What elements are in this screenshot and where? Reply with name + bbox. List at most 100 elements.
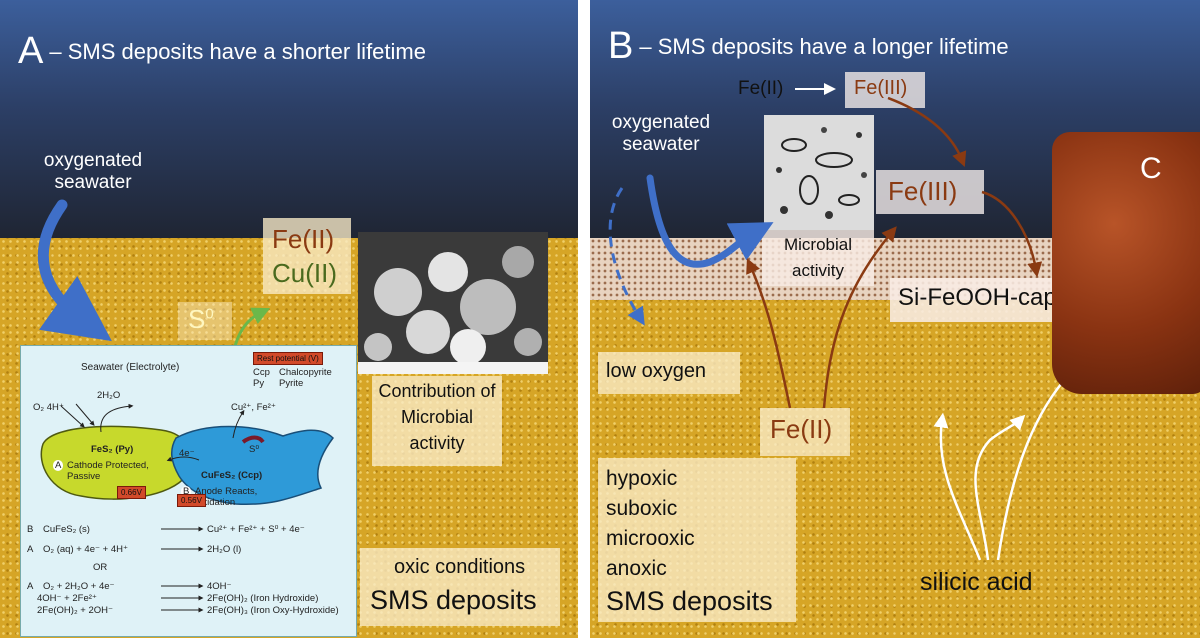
fes2-label: FeS₂ (Py) — [91, 444, 134, 455]
oxic-label: oxic conditions — [394, 556, 526, 578]
metals-box — [263, 218, 351, 294]
fe2-label-a: Fe(II) — [272, 224, 335, 254]
oxygenated-line2: seawater — [54, 172, 132, 193]
legend-py: Pyrite — [279, 378, 304, 389]
silicic-acid-label: silicic acid — [920, 568, 1033, 596]
fe3-top-box — [845, 72, 925, 108]
microbial-activity-label: Microbial activity — [762, 232, 874, 284]
sulfur-layer — [241, 435, 265, 444]
oxic-box — [360, 548, 560, 626]
microbial-line1: Microbial — [783, 235, 853, 254]
contribution-box — [372, 376, 502, 466]
low-oxygen-box — [598, 352, 740, 394]
s0-base: S — [188, 304, 206, 334]
core-sample-photo — [1052, 132, 1200, 394]
oxygenated-seawater-label-b: oxygenated seawater — [596, 112, 726, 156]
panel-a-title: A– SMS deposits have a shorter lifetime — [18, 30, 426, 73]
chalcopyrite-shape — [171, 425, 334, 506]
contribution-line2: Microbial — [400, 407, 474, 427]
anode-line1: Anode Reacts, — [195, 486, 258, 497]
contribution-line1: Contribution of — [378, 381, 496, 401]
or-label: OR — [93, 562, 108, 573]
si-feooh-cap-label: Si-FeOOH-cap — [898, 284, 1057, 311]
contribution-label: Contribution of Microbial activity — [372, 378, 502, 456]
seawater-flow-arrow-b — [646, 174, 774, 268]
panel-b-title-text: – SMS deposits have a longer lifetime — [639, 34, 1009, 59]
galvanic-shapes — [40, 403, 334, 613]
panel-b: B– SMS deposits have a longer lifetime F… — [590, 0, 1200, 638]
sms-deposits-label-a: SMS deposits — [370, 585, 537, 615]
fe2-up-arrow-right — [822, 226, 897, 409]
fe3-top-label: Fe(III) — [854, 77, 908, 99]
condition-microoxic: microoxic — [606, 527, 695, 550]
sem-texture — [358, 232, 548, 374]
eq1-right: Cu²⁺ + Fe²⁺ + S⁰ + 4e⁻ — [207, 524, 305, 535]
oxygenated-seawater-label-a: oxygenated seawater — [28, 150, 158, 194]
eq2-label: A — [27, 544, 34, 555]
legend-py-abbr: Py — [253, 378, 265, 389]
oxygenated-b-line1: oxygenated — [611, 112, 711, 133]
s0-inset-label: S⁰ — [249, 444, 260, 455]
legend-ccp: Chalcopyrite — [279, 367, 332, 378]
s0-label: S0 — [188, 304, 214, 335]
panel-b-arrows — [608, 83, 1071, 561]
eq4-right: 2Fe(OH)₂ (Iron Hydroxide) — [207, 593, 319, 604]
condition-anoxic: anoxic — [606, 557, 667, 580]
h2o-label: 2H₂O — [97, 390, 121, 401]
galvanic-inset: Seawater (Electrolyte) Rest potential (V… — [20, 345, 357, 637]
microbial-line2: activity — [792, 261, 844, 280]
conditions-box — [598, 458, 796, 622]
dashed-seawater-arrow — [608, 187, 645, 326]
tem-texture — [764, 115, 874, 230]
panel-b-title: B– SMS deposits have a longer lifetime — [608, 25, 1009, 68]
fe3-mid-box — [876, 170, 984, 214]
s0-box — [178, 302, 232, 340]
silicic-arrow-3 — [996, 372, 1071, 561]
cathode-line2: Passive — [67, 471, 101, 482]
oxygenated-b-line2: seawater — [622, 134, 700, 155]
legend-ccp-abbr: Ccp — [253, 367, 270, 378]
eq5-left: 2Fe(OH)₂ + 2OH⁻ — [37, 605, 114, 616]
panel-a: A– SMS deposits have a shorter lifetime … — [0, 0, 578, 638]
chalcopyrite-potential: 0.56V — [177, 494, 206, 507]
cathode-line1: Cathode Protected, — [67, 460, 149, 471]
condition-suboxic: suboxic — [606, 497, 678, 520]
conditions-list: hypoxic suboxic microoxic anoxic — [606, 464, 695, 584]
seawater-region — [0, 0, 578, 238]
fe2-low-label: Fe(II) — [770, 414, 833, 444]
silicic-arrow-1 — [933, 412, 982, 561]
anode-line2: Oxidation — [195, 497, 236, 508]
eq3-right: 4OH⁻ — [207, 581, 232, 592]
panel-a-letter: A — [18, 30, 44, 72]
fe2-low-box — [760, 408, 850, 456]
pyrite-potential: 0.66V — [117, 486, 146, 499]
eq4-left: 4OH⁻ + 2Fe²⁺ — [37, 593, 97, 604]
tem-micrograph — [764, 115, 874, 230]
fe3-mid-label: Fe(III) — [888, 176, 958, 206]
oxygenated-line1: oxygenated — [43, 150, 143, 171]
low-oxygen-label: low oxygen — [606, 360, 707, 382]
s0-sup: 0 — [205, 305, 214, 323]
rest-potential-legend: Rest potential (V) — [253, 352, 323, 365]
eq3-label: A — [27, 581, 34, 592]
cu2-label: Cu(II) — [272, 258, 337, 288]
electron-label: 4e⁻ — [179, 448, 195, 459]
condition-hypoxic: hypoxic — [606, 467, 678, 490]
panel-a-title-text: – SMS deposits have a shorter lifetime — [49, 39, 426, 64]
fe3-to-cap-arrow — [981, 190, 1043, 278]
panel-c-letter: C — [1140, 152, 1162, 185]
site-a-label: A — [53, 460, 64, 471]
cu-fe-ions-label: Cu²⁺, Fe²⁺ — [231, 402, 276, 413]
sms-deposits-label-b: SMS deposits — [606, 586, 773, 616]
eq1-left: CuFeS₂ (s) — [43, 524, 90, 535]
eq2-right: 2H₂O (l) — [207, 544, 242, 555]
contribution-line3: activity — [409, 433, 465, 453]
microbial-box — [762, 230, 874, 286]
eq5-right: 2Fe(OH)₃ (Iron Oxy-Hydroxide) — [207, 605, 339, 616]
eq3-left: O₂ + 2H₂O + 4e⁻ — [43, 581, 115, 592]
eq1-label: B — [27, 524, 34, 535]
fe2-top-label: Fe(II) — [738, 78, 784, 99]
sem-micrograph — [358, 232, 548, 374]
cufes2-label: CuFeS₂ (Ccp) — [201, 470, 263, 481]
eq2-left: O₂ (aq) + 4e⁻ + 4H⁺ — [43, 544, 129, 555]
